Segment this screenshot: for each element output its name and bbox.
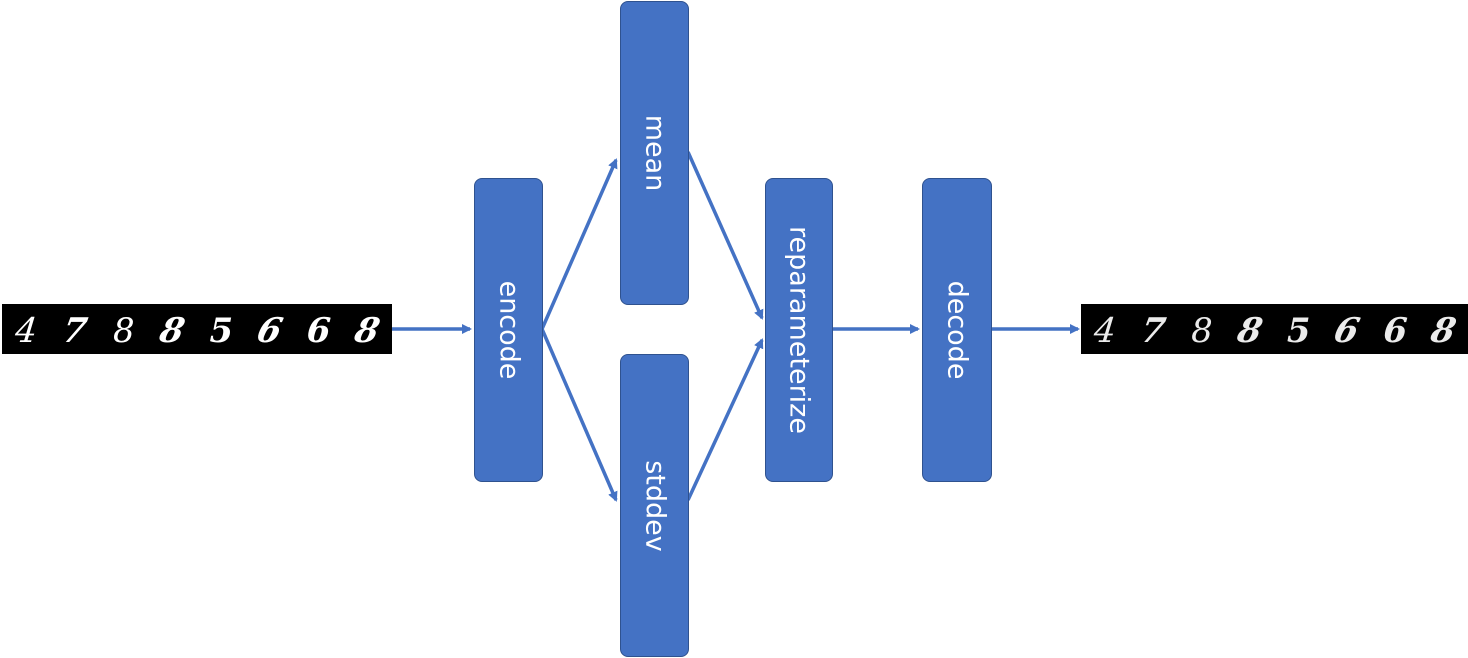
- output-digit-8: 8: [1426, 311, 1459, 351]
- arrow-encode-to-mean: [540, 158, 618, 330]
- reparameterize-block: reparameterize: [765, 178, 833, 482]
- output-digit-2: 7: [1138, 311, 1169, 351]
- decode-label: decode: [941, 280, 973, 380]
- stddev-label: stddev: [639, 459, 670, 552]
- mean-block: mean: [620, 1, 689, 305]
- arrow-stddev-to-reparameterize: [686, 338, 764, 501]
- input-digit-5: 5: [210, 311, 234, 351]
- input-digit-3: 8: [113, 311, 135, 351]
- input-digit-2: 7: [59, 311, 90, 351]
- output-digit-5: 5: [1287, 311, 1311, 351]
- output-digit-7: 6: [1382, 311, 1408, 351]
- mean-label: mean: [639, 114, 670, 192]
- output-digit-3: 8: [1191, 311, 1213, 351]
- decode-block: decode: [922, 178, 992, 482]
- input-digit-8: 8: [350, 311, 383, 351]
- output-digit-6: 6: [1330, 311, 1363, 350]
- input-digit-6: 6: [253, 311, 286, 350]
- arrow-encode-to-stddev: [540, 328, 618, 502]
- stddev-block: stddev: [620, 354, 689, 657]
- output-digit-4: 8: [1233, 311, 1266, 351]
- output-digit-1: 4: [1091, 311, 1118, 351]
- encode-block: encode: [474, 178, 543, 482]
- input-digit-7: 6: [306, 311, 332, 351]
- arrow-mean-to-reparameterize: [686, 151, 764, 320]
- input-digit-1: 4: [12, 311, 39, 351]
- reparameterize-label: reparameterize: [783, 226, 815, 434]
- encode-label: encode: [493, 280, 524, 380]
- input-digit-4: 8: [155, 311, 188, 351]
